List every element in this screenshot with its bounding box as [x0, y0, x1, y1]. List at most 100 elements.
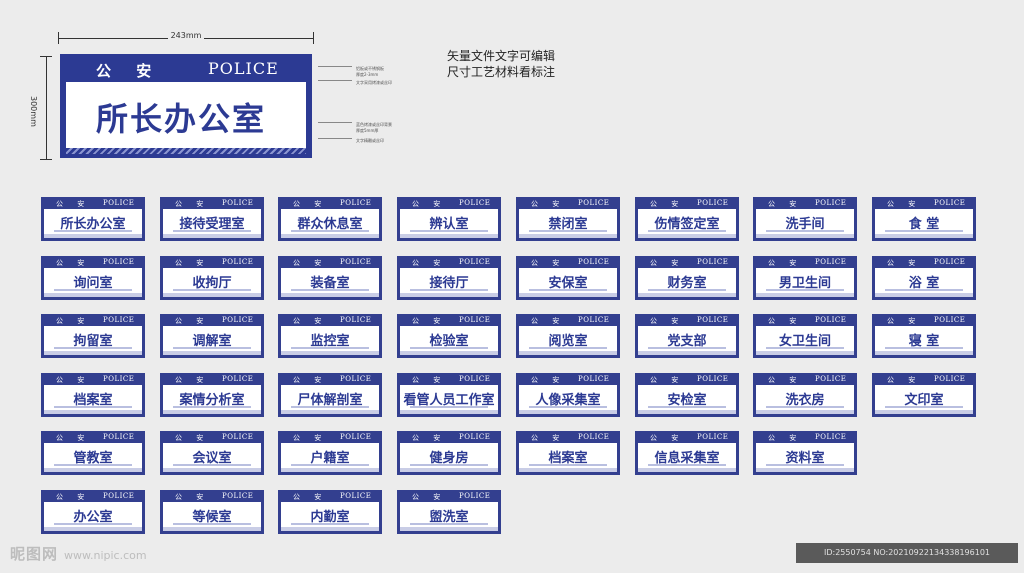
sign-header-right: POLICE	[222, 316, 254, 324]
sign-room-name: 资料室	[785, 451, 825, 466]
sign-header-right: POLICE	[103, 258, 135, 266]
sign-header-right: POLICE	[459, 375, 491, 383]
sign-header-right: POLICE	[340, 433, 372, 441]
sign-underline	[410, 347, 488, 349]
sign-room-name: 安保室	[548, 276, 588, 291]
sign-room-name: 等候室	[192, 510, 232, 525]
sign-header-left: 公 安	[175, 376, 210, 384]
sign-header-left: 公 安	[768, 200, 803, 208]
note-1: 铝板或不锈钢板	[356, 66, 384, 71]
sign-header-left: 公 安	[650, 376, 685, 384]
sign-header-right: POLICE	[459, 433, 491, 441]
sign-header-right: POLICE	[697, 316, 729, 324]
width-dimension: 243mm	[58, 31, 314, 44]
sign-header-left: 公 安	[531, 317, 566, 325]
sign-header-right: POLICE	[103, 199, 135, 207]
sign-header-left: 公 安	[650, 317, 685, 325]
sign-header-right: POLICE	[340, 199, 372, 207]
sign-underline	[410, 406, 488, 408]
sign-bottom-band	[519, 234, 617, 238]
sign-underline	[885, 406, 963, 408]
sign-underline	[291, 289, 369, 291]
sign-header-left: 公 安	[175, 259, 210, 267]
sign-underline	[54, 464, 132, 466]
description-line-2: 尺寸工艺材料看标注	[447, 65, 556, 79]
sign-underline	[410, 464, 488, 466]
sign-header-left: 公 安	[412, 259, 447, 267]
description: 矢量文件文字可编辑 尺寸工艺材料看标注	[447, 48, 555, 80]
sign-header-right: POLICE	[697, 375, 729, 383]
sign-underline	[54, 523, 132, 525]
sign-header-right: POLICE	[697, 258, 729, 266]
sign-room-name: 收拘厅	[192, 276, 232, 291]
width-dimension-label: 243mm	[167, 31, 205, 40]
sign-header-right: POLICE	[934, 199, 966, 207]
sign-bottom-band	[519, 293, 617, 297]
watermark-url: www.nipic.com	[64, 549, 147, 562]
sign-room-name: 食 堂	[908, 217, 940, 232]
sign-header-left: 公 安	[293, 493, 328, 501]
sign-header-right: POLICE	[815, 316, 847, 324]
sign-bottom-band	[638, 293, 736, 297]
sign-underline	[766, 406, 844, 408]
sign-underline	[173, 289, 251, 291]
sign-header-right: POLICE	[340, 375, 372, 383]
sign-header-left: 公 安	[412, 200, 447, 208]
sign-header-left: 公 安	[650, 200, 685, 208]
watermark-brand: 昵图网	[10, 545, 59, 563]
sign-bottom-band	[638, 351, 736, 355]
feature-sign-room-name: 所长办公室	[96, 100, 267, 138]
sign-bottom-band	[756, 234, 854, 238]
sign-underline	[291, 464, 369, 466]
sign-underline	[173, 464, 251, 466]
sign-bottom-band	[281, 234, 379, 238]
sign-header-left: 公 安	[56, 376, 91, 384]
sign-bottom-band	[400, 410, 498, 414]
sign-underline	[291, 523, 369, 525]
sign-header-left: 公 安	[412, 493, 447, 501]
sign-underline	[54, 406, 132, 408]
sign-bottom-band	[400, 468, 498, 472]
sign-header-right: POLICE	[103, 492, 135, 500]
sign-header-right: POLICE	[934, 258, 966, 266]
sign-underline	[885, 289, 963, 291]
feature-sign-header-left: 公 安	[96, 62, 162, 80]
sign-header-right: POLICE	[815, 258, 847, 266]
sign-header-right: POLICE	[340, 258, 372, 266]
sign-room-name: 检验室	[429, 334, 469, 349]
sign-header-left: 公 安	[56, 434, 91, 442]
sign-underline	[529, 347, 607, 349]
sign-room-name: 所长办公室	[60, 217, 126, 232]
sign-header-left: 公 安	[768, 434, 803, 442]
sign-bottom-band	[44, 293, 142, 297]
sign-room-name: 接待受理室	[179, 217, 245, 232]
sign-underline	[529, 230, 607, 232]
sign-bottom-band	[163, 351, 261, 355]
sign-header-left: 公 安	[650, 434, 685, 442]
sign-header-right: POLICE	[578, 433, 610, 441]
sign-room-name: 会议室	[192, 451, 232, 466]
sign-underline	[54, 347, 132, 349]
sign-header-right: POLICE	[222, 492, 254, 500]
chevron-strip	[66, 148, 306, 154]
sign-bottom-band	[44, 468, 142, 472]
note-4: 蓝色烤漆或丝印背景	[356, 122, 392, 127]
sign-header-left: 公 安	[887, 259, 922, 267]
watermark: 昵图网 www.nipic.com	[10, 543, 147, 564]
sign-bottom-band	[281, 351, 379, 355]
sign-underline	[529, 406, 607, 408]
